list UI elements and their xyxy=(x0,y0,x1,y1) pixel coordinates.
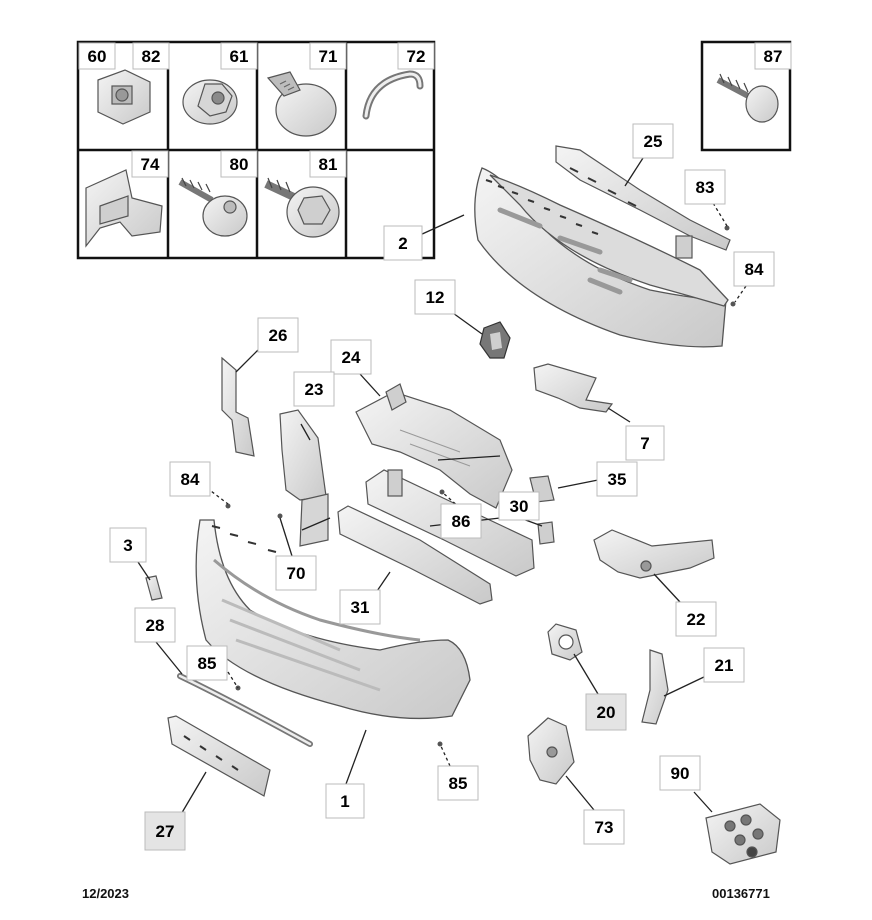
callout-85-left-label: 85 xyxy=(198,654,217,673)
callout-20: 20 xyxy=(585,693,627,731)
callout-3-label: 3 xyxy=(123,536,132,555)
callout-28-label: 28 xyxy=(146,616,165,635)
callout-61: 61 xyxy=(220,42,258,70)
callout-83-label: 83 xyxy=(696,178,715,197)
callout-84-upper: 84 xyxy=(733,251,775,287)
callout-87: 87 xyxy=(754,42,792,70)
callout-82: 82 xyxy=(132,42,170,70)
callout-60-label: 60 xyxy=(88,47,107,66)
callout-71-label: 71 xyxy=(319,47,338,66)
side-guide-22-part xyxy=(593,529,715,579)
callout-26: 26 xyxy=(257,317,299,353)
callout-70-label: 70 xyxy=(287,564,306,583)
callout-80-label: 80 xyxy=(230,155,249,174)
callout-20-label: 20 xyxy=(597,703,616,722)
bracket-74-part xyxy=(85,169,163,248)
fastener-87-box xyxy=(700,40,792,152)
push-rivet-71-part xyxy=(266,71,337,137)
undertray-24-part xyxy=(355,383,513,509)
callout-22-label: 22 xyxy=(687,610,706,629)
fastener-kit-90-part xyxy=(705,803,781,865)
callout-80: 80 xyxy=(220,150,258,178)
callout-2-label: 2 xyxy=(398,234,407,253)
callout-1-label: 1 xyxy=(340,792,349,811)
callout-73: 73 xyxy=(583,809,625,845)
callout-61-label: 61 xyxy=(230,47,249,66)
callout-72-label: 72 xyxy=(407,47,426,66)
callout-84-lower-label: 84 xyxy=(181,470,200,489)
callout-60: 60 xyxy=(78,42,116,70)
callout-81-label: 81 xyxy=(319,155,338,174)
callout-31: 31 xyxy=(339,589,381,625)
callout-22: 22 xyxy=(675,601,717,637)
callout-12-label: 12 xyxy=(426,288,445,307)
callout-82-label: 82 xyxy=(142,47,161,66)
clip-3-part xyxy=(145,575,163,601)
callout-24: 24 xyxy=(330,339,372,375)
callout-74: 74 xyxy=(131,150,169,178)
callout-85-right: 85 xyxy=(437,765,479,801)
callout-25: 25 xyxy=(632,123,674,159)
callout-74-label: 74 xyxy=(141,155,160,174)
callout-87-label: 87 xyxy=(764,47,783,66)
footer-reference: 00136771 xyxy=(712,886,770,901)
callout-90-label: 90 xyxy=(671,764,690,783)
emblem-part xyxy=(479,321,511,359)
callout-7-label: 7 xyxy=(640,434,649,453)
seal-strip-72-part xyxy=(362,70,424,120)
callout-25-label: 25 xyxy=(644,132,663,151)
lower-bumper-cover-part xyxy=(195,519,471,720)
callout-81: 81 xyxy=(309,150,347,178)
callout-84-upper-label: 84 xyxy=(745,260,764,279)
screw-80-part xyxy=(178,177,248,237)
callout-70: 70 xyxy=(275,555,317,591)
callout-21: 21 xyxy=(703,647,745,683)
bracket-20-part xyxy=(547,623,583,661)
callout-35-label: 35 xyxy=(608,470,627,489)
side-bracket-right-part xyxy=(533,363,614,413)
callout-3: 3 xyxy=(109,527,147,563)
upper-bumper-cover-part xyxy=(474,167,729,348)
callout-85-left: 85 xyxy=(186,645,228,681)
callout-31-label: 31 xyxy=(351,598,370,617)
callout-12: 12 xyxy=(414,279,456,315)
callout-72: 72 xyxy=(397,42,435,70)
bracket-73-part xyxy=(527,717,575,785)
hex-bolt-81-part xyxy=(264,177,340,238)
callout-27: 27 xyxy=(144,811,186,851)
callout-21-label: 21 xyxy=(715,656,734,675)
callout-28: 28 xyxy=(134,607,176,643)
side-bracket-left-26-part xyxy=(221,356,255,457)
callout-90: 90 xyxy=(659,755,701,791)
callout-23-label: 23 xyxy=(305,380,324,399)
callout-71: 71 xyxy=(309,42,347,70)
hex-nut-61-part xyxy=(182,79,238,125)
callout-1: 1 xyxy=(325,783,365,819)
bracket-21-part xyxy=(641,649,669,725)
upper-support-beam-part xyxy=(555,145,731,259)
callout-24-label: 24 xyxy=(342,348,361,367)
callout-86-label: 86 xyxy=(452,512,471,531)
callout-26-label: 26 xyxy=(269,326,288,345)
callout-7: 7 xyxy=(625,425,665,461)
callout-86: 86 xyxy=(440,503,482,539)
callout-27-label: 27 xyxy=(156,822,175,841)
callout-73-label: 73 xyxy=(595,818,614,837)
reinforcement-beam-31-part xyxy=(337,505,493,605)
callout-2: 2 xyxy=(383,225,423,261)
callout-85-right-label: 85 xyxy=(449,774,468,793)
clip-nut-82-part xyxy=(97,69,151,125)
footer-date: 12/2023 xyxy=(82,886,129,901)
side-guide-23-part xyxy=(279,409,329,547)
trim-strip-28-part xyxy=(177,673,313,747)
callout-84-lower: 84 xyxy=(169,461,211,497)
callout-30: 30 xyxy=(498,491,540,521)
callout-23: 23 xyxy=(293,371,335,407)
plate-27-part xyxy=(167,715,271,797)
callout-35: 35 xyxy=(596,461,638,497)
callout-83: 83 xyxy=(684,169,726,205)
callout-30-label: 30 xyxy=(510,497,529,516)
